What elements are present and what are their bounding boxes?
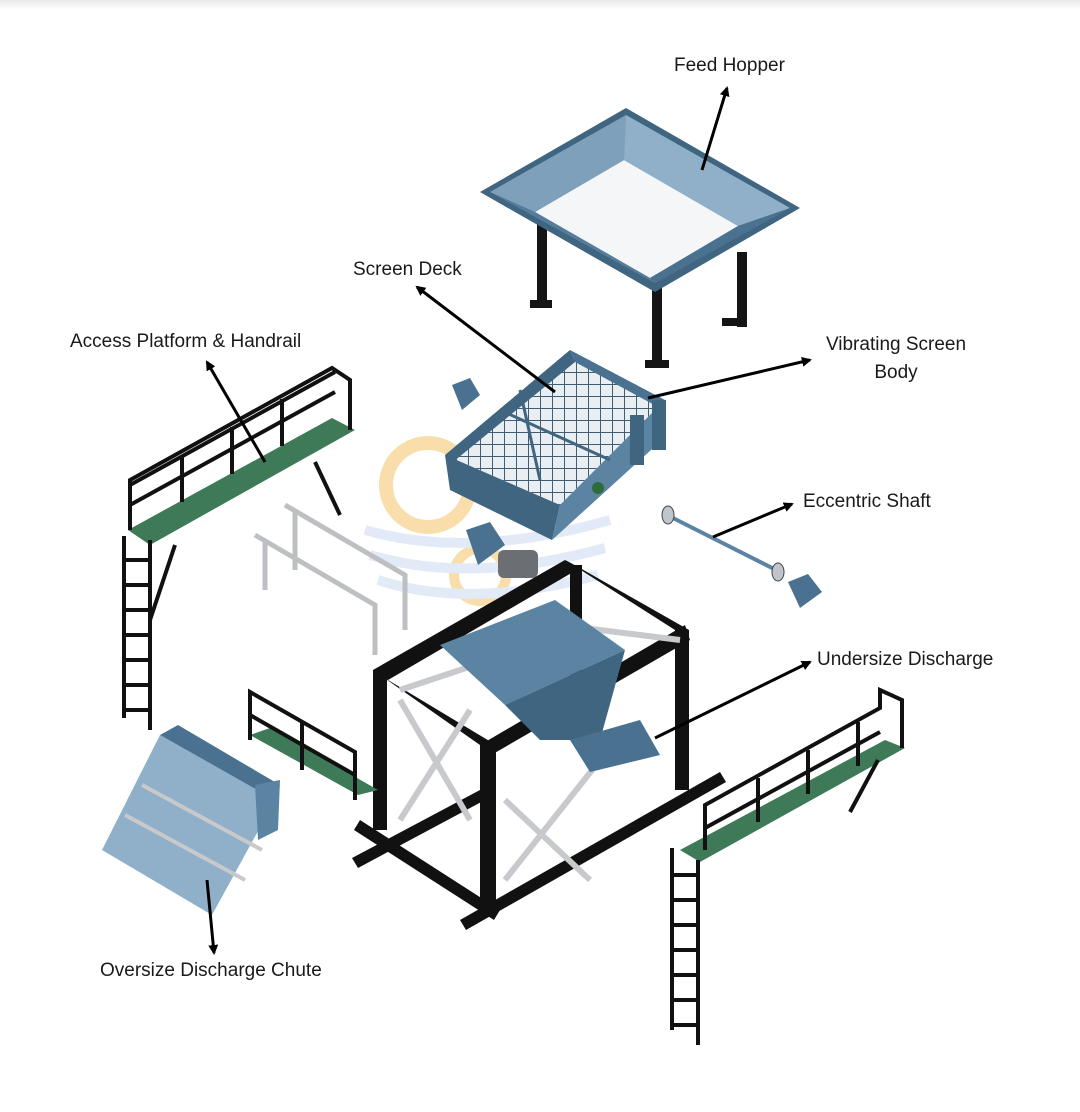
label-screen-deck: Screen Deck bbox=[353, 259, 462, 280]
eccentric-shaft bbox=[661, 505, 822, 608]
label-vibrating-screen-body-line1: Vibrating Screen bbox=[825, 334, 967, 355]
right-access-platform bbox=[670, 686, 905, 1045]
arrow-oversize-chute bbox=[205, 879, 219, 955]
vibrating-screen-body bbox=[445, 350, 666, 578]
arrow-feed-hopper bbox=[700, 86, 730, 171]
label-vibrating-screen-body-line2: Body bbox=[874, 362, 918, 383]
label-undersize-discharge: Undersize Discharge bbox=[817, 649, 994, 670]
left-access-platform bbox=[122, 365, 355, 730]
label-oversize-chute: Oversize Discharge Chute bbox=[100, 960, 322, 981]
callout-arrows bbox=[205, 86, 812, 955]
label-access-platform: Access Platform & Handrail bbox=[70, 331, 302, 352]
label-vibrating-screen-body: Vibrating Screen Body bbox=[812, 331, 980, 387]
arrow-eccentric-shaft bbox=[712, 502, 794, 539]
undersize-discharge-hopper bbox=[440, 600, 660, 772]
label-eccentric-shaft: Eccentric Shaft bbox=[803, 491, 931, 512]
arrow-vibrating-screen-body bbox=[647, 356, 812, 400]
arrow-screen-deck bbox=[415, 285, 556, 394]
label-feed-hopper: Feed Hopper bbox=[674, 55, 785, 76]
arrow-access-platform bbox=[205, 360, 267, 463]
top-shadow-bar bbox=[0, 0, 1080, 10]
loose-handrails bbox=[253, 502, 408, 655]
feed-hopper bbox=[480, 108, 800, 368]
oversize-discharge-chute bbox=[102, 725, 280, 915]
arrow-undersize-discharge bbox=[654, 660, 812, 740]
small-platform bbox=[248, 688, 378, 800]
